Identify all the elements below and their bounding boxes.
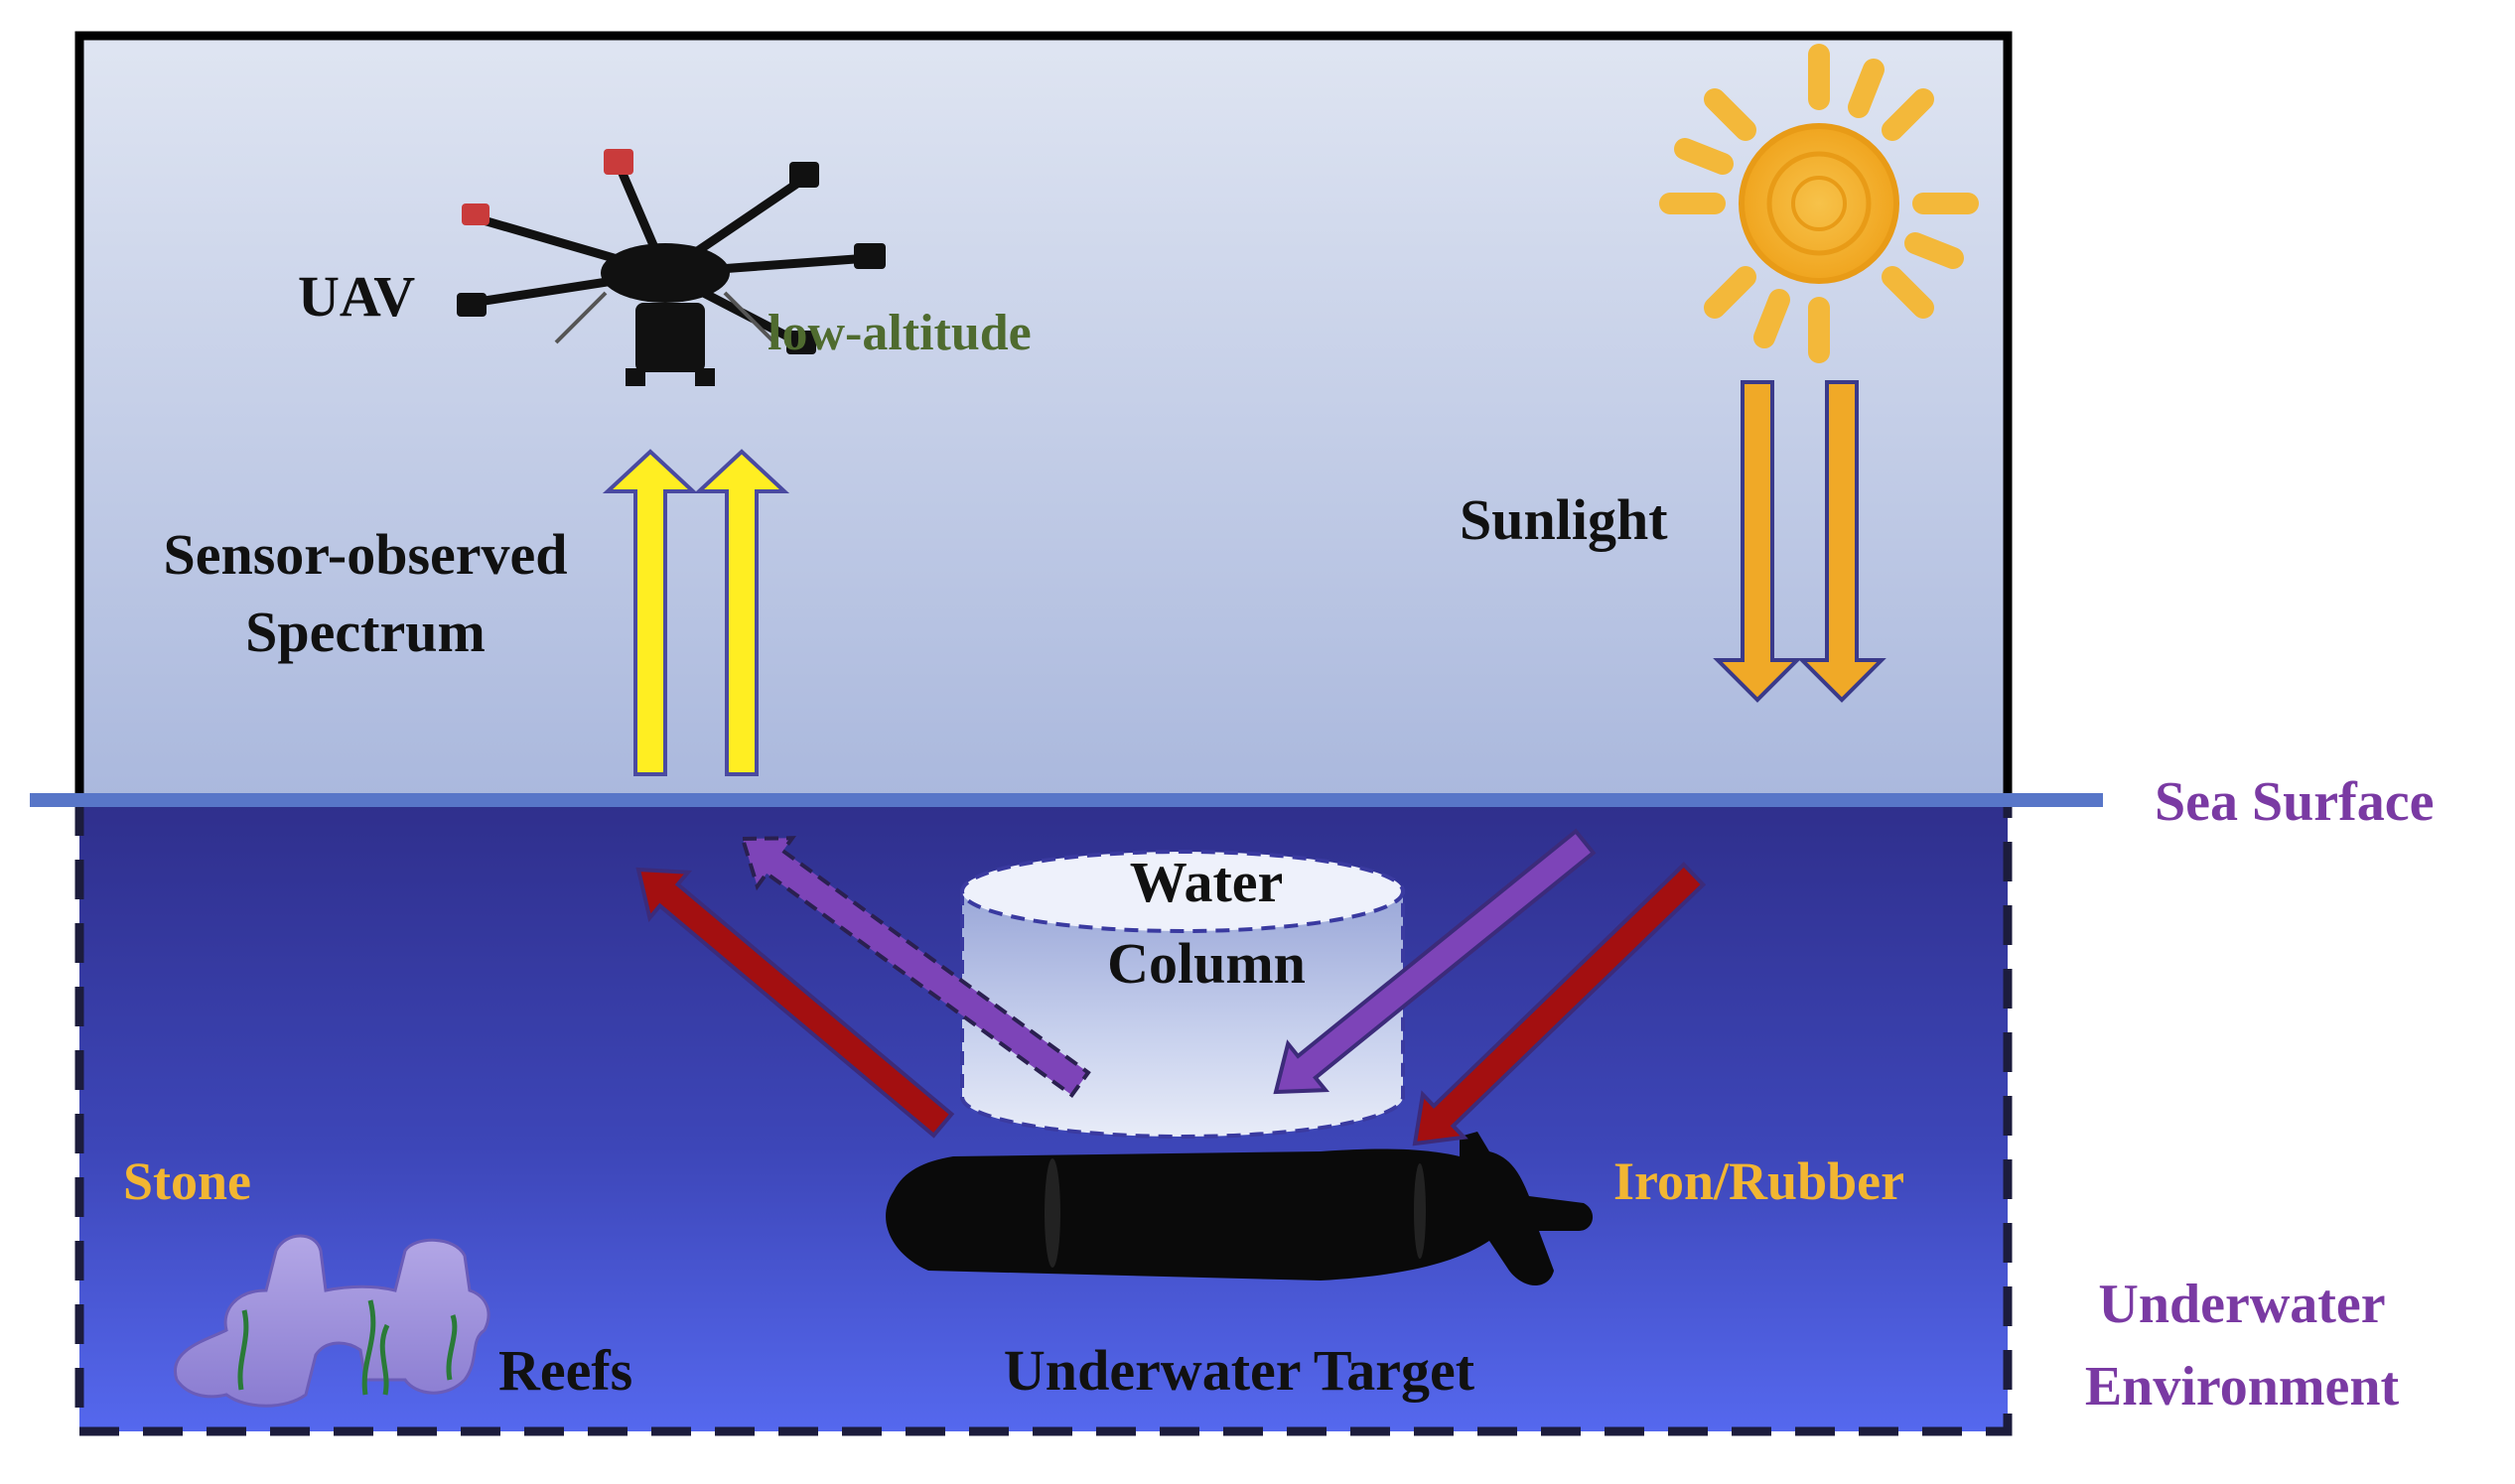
torpedo-target-icon: [886, 1132, 1594, 1285]
underwater-target-label: Underwater Target: [1004, 1338, 1475, 1403]
iron-rubber-label: Iron/Rubber: [1613, 1151, 1904, 1211]
reefs-label: Reefs: [498, 1338, 632, 1403]
purple-arrow-outgoing: [740, 836, 1091, 1098]
underwater-environment-label-line2: Environment: [2085, 1356, 2400, 1417]
yellow-arrow-2: [693, 449, 790, 776]
low-altitude-label: low-altitude: [768, 305, 1032, 361]
orange-arrow-2: [1797, 380, 1886, 703]
sun-icon: [1659, 44, 1979, 363]
sensor-spectrum-arrows: [602, 449, 790, 776]
yellow-arrow-1: [602, 449, 699, 776]
air-region: [74, 31, 2013, 805]
water-column-label-line2: Column: [1107, 931, 1306, 996]
sea-surface-label: Sea Surface: [2155, 771, 2435, 833]
red-arrow-outgoing: [635, 867, 955, 1139]
sensor-spectrum-label-line1: Sensor-observed: [163, 522, 567, 587]
underwater-environment-label-line1: Underwater: [2098, 1274, 2385, 1335]
uav-label: UAV: [298, 264, 415, 329]
red-arrow-incoming: [1412, 862, 1707, 1147]
water-column-label-line1: Water: [1130, 850, 1284, 914]
drone-icon: [457, 149, 886, 386]
sunlight-arrows: [1713, 380, 1886, 703]
sensor-spectrum-label-line2: Spectrum: [245, 600, 486, 664]
reef-icon: [173, 1234, 490, 1408]
sunlight-label: Sunlight: [1460, 487, 1668, 552]
purple-arrow-incoming: [1273, 828, 1597, 1095]
orange-arrow-1: [1713, 380, 1802, 703]
stone-label: Stone: [123, 1151, 251, 1211]
